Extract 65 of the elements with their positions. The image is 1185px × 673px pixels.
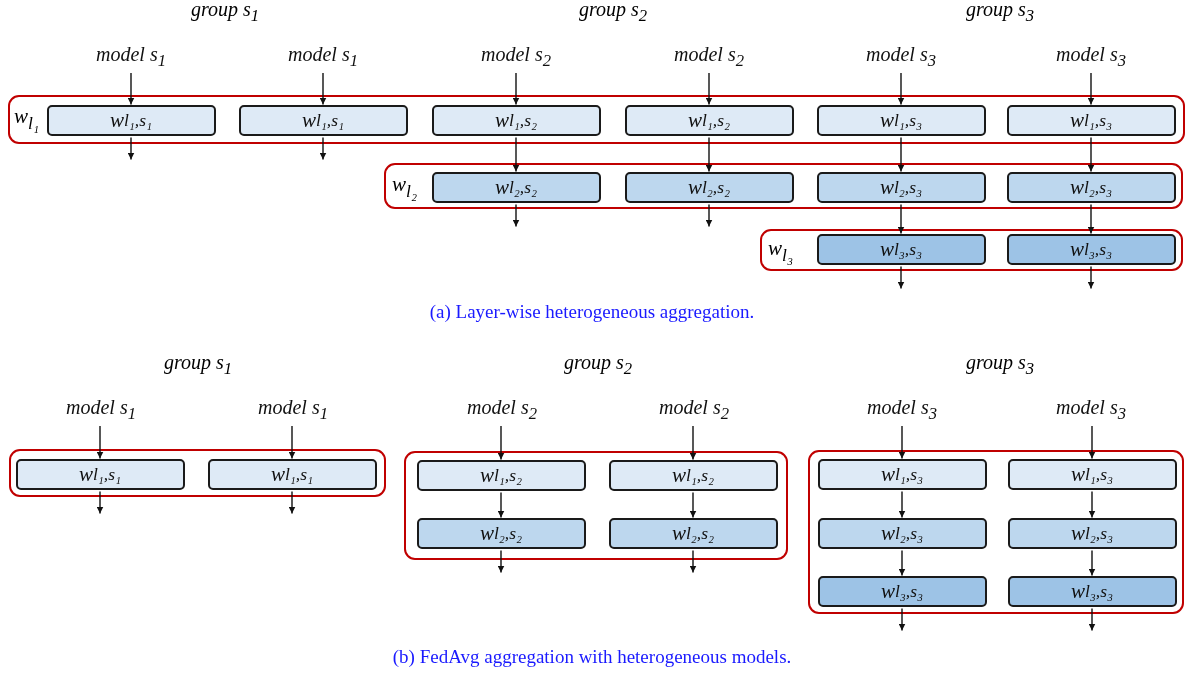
group-heading: group s$_{1}$ bbox=[190, 0, 260, 26]
arrow bbox=[1087, 136, 1095, 173]
model-label: model s$_{1}$ bbox=[96, 43, 166, 71]
arrow bbox=[898, 425, 906, 460]
arrow bbox=[1088, 490, 1096, 519]
group-band bbox=[9, 449, 386, 497]
model-label: model s$_{3}$ bbox=[1056, 396, 1126, 424]
model-label: model s$_{2}$ bbox=[659, 396, 729, 424]
arrow bbox=[705, 136, 713, 173]
arrow bbox=[897, 265, 905, 290]
arrow bbox=[898, 549, 906, 577]
arrow bbox=[1087, 265, 1095, 290]
arrow bbox=[1088, 425, 1096, 460]
model-label: model s$_{3}$ bbox=[866, 43, 936, 71]
arrow bbox=[897, 203, 905, 235]
arrow bbox=[96, 425, 104, 460]
layer-band bbox=[8, 95, 1185, 144]
arrow bbox=[319, 136, 327, 161]
arrow bbox=[512, 136, 520, 173]
arrow bbox=[288, 490, 296, 515]
arrow bbox=[497, 425, 505, 461]
arrow bbox=[319, 72, 327, 106]
figure-caption: (a) Layer-wise heterogeneous aggregation. bbox=[429, 301, 755, 323]
group-band bbox=[808, 450, 1184, 614]
group-heading: group s$_{3}$ bbox=[965, 351, 1035, 379]
arrow bbox=[127, 72, 135, 106]
group-band bbox=[404, 451, 788, 560]
model-label: model s$_{1}$ bbox=[66, 396, 136, 424]
model-label: model s$_{1}$ bbox=[288, 43, 358, 71]
layer-weight-label: w$_{l₃}$ bbox=[768, 236, 793, 266]
arrow bbox=[897, 136, 905, 173]
group-heading: group s$_{1}$ bbox=[163, 351, 233, 379]
layer-band bbox=[760, 229, 1183, 271]
model-label: model s$_{3}$ bbox=[867, 396, 937, 424]
arrow bbox=[1088, 607, 1096, 632]
arrow bbox=[898, 490, 906, 519]
arrow bbox=[288, 425, 296, 460]
model-label: model s$_{2}$ bbox=[481, 43, 551, 71]
arrow bbox=[897, 72, 905, 106]
model-label: model s$_{2}$ bbox=[467, 396, 537, 424]
arrow bbox=[1087, 72, 1095, 106]
figure-caption: (b) FedAvg aggregation with heterogeneous models. bbox=[392, 646, 792, 668]
arrow bbox=[1087, 203, 1095, 235]
arrow bbox=[689, 491, 697, 519]
arrow bbox=[512, 72, 520, 106]
arrow bbox=[497, 549, 505, 574]
arrow bbox=[898, 607, 906, 632]
arrow bbox=[1088, 549, 1096, 577]
group-heading: group s$_{2}$ bbox=[563, 351, 633, 379]
arrow bbox=[689, 549, 697, 574]
group-heading: group s$_{3}$ bbox=[965, 0, 1035, 26]
layer-weight-label: w$_{l₁}$ bbox=[14, 104, 39, 134]
arrow bbox=[689, 425, 697, 461]
model-label: model s$_{3}$ bbox=[1056, 43, 1126, 71]
model-label: model s$_{1}$ bbox=[258, 396, 328, 424]
arrow bbox=[497, 491, 505, 519]
layer-weight-label: w$_{l₂}$ bbox=[392, 172, 417, 202]
arrow bbox=[705, 203, 713, 228]
group-heading: group s$_{2}$ bbox=[578, 0, 648, 26]
arrow bbox=[705, 72, 713, 106]
arrow bbox=[96, 490, 104, 515]
arrow bbox=[512, 203, 520, 228]
arrow bbox=[127, 136, 135, 161]
model-label: model s$_{2}$ bbox=[674, 43, 744, 71]
layer-band bbox=[384, 163, 1183, 209]
